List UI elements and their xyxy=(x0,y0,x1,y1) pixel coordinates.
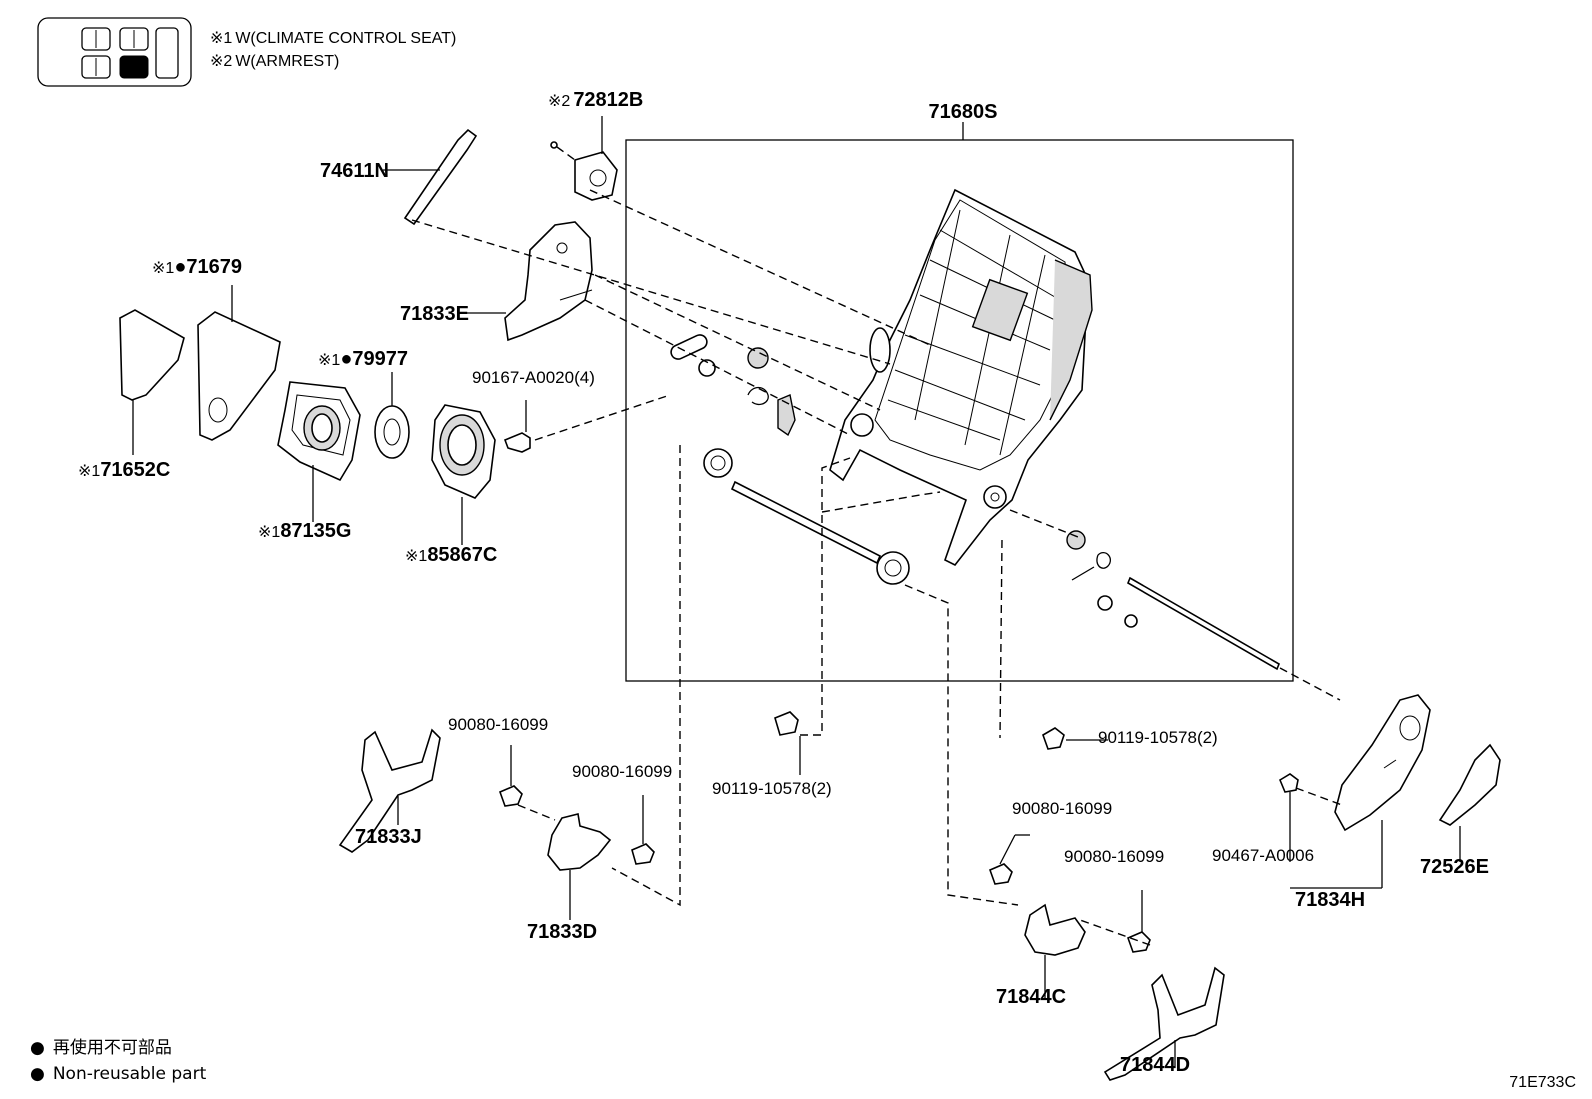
part-90167-screw xyxy=(503,400,531,453)
label-71652C: ※171652C xyxy=(78,459,170,481)
label-90119-10578-right: 90119-10578(2) xyxy=(1098,728,1218,747)
label-74611N: 74611N xyxy=(320,160,389,182)
legend-non-reusable-en: ●Non-reusable part xyxy=(30,1064,207,1084)
label-85867C: ※185867C xyxy=(405,544,497,566)
legend-non-reusable-ja: ●再使用不可部品 xyxy=(30,1037,172,1058)
part-90080-screw-b xyxy=(631,795,655,865)
part-71834H-cover xyxy=(1290,694,1431,889)
part-90080-screw-a xyxy=(498,745,523,807)
part-71833E-cover xyxy=(466,221,593,342)
part-72812B-cap xyxy=(550,116,618,201)
part-71833D-clip xyxy=(547,813,612,920)
label-71844D: 71844D xyxy=(1120,1054,1190,1076)
part-90467-screw xyxy=(1278,773,1299,862)
label-87135G: ※187135G xyxy=(258,520,351,542)
part-71844D-bracket xyxy=(1103,966,1225,1081)
part-90119-bolt-right xyxy=(1042,727,1108,750)
part-74611N-rod xyxy=(383,128,478,226)
label-71833E: 71833E xyxy=(400,303,469,325)
assembly-frame-box xyxy=(625,139,1294,682)
label-90080-16099-c: 90080-16099 xyxy=(1012,799,1112,818)
label-71679: ※1●71679 xyxy=(152,256,242,278)
label-90119-10578-left: 90119-10578(2) xyxy=(712,779,832,798)
part-71844C-clip xyxy=(1024,903,1086,1000)
label-72526E: 72526E xyxy=(1420,856,1489,878)
part-90080-screw-c xyxy=(988,834,1030,885)
label-71833D: 71833D xyxy=(527,921,597,943)
part-85867C-fan xyxy=(431,404,496,545)
figure-code: 71E733C xyxy=(1509,1074,1576,1091)
part-71833J-bracket xyxy=(338,728,441,853)
label-71834H: 71834H xyxy=(1295,889,1365,911)
recliner-mechanism-parts xyxy=(670,334,1281,671)
label-90080-16099-b: 90080-16099 xyxy=(572,762,672,781)
label-71844C: 71844C xyxy=(996,986,1066,1008)
seatback-frame-part xyxy=(829,188,1093,567)
label-90467-A0006: 90467-A0006 xyxy=(1212,846,1314,865)
label-90167-A0020: 90167-A0020(4) xyxy=(472,368,595,387)
label-90080-16099-a: 90080-16099 xyxy=(448,715,548,734)
dashed-guide-lines xyxy=(411,189,1343,946)
part-71652C-pad xyxy=(119,309,185,455)
seat-position-icon xyxy=(37,17,192,87)
label-79977: ※1●79977 xyxy=(318,348,408,370)
part-90119-bolt-left xyxy=(774,711,801,775)
part-90080-screw-d xyxy=(1126,890,1151,953)
part-79977-ring xyxy=(374,372,410,459)
label-90080-16099-d: 90080-16099 xyxy=(1064,847,1164,866)
label-71680S: 71680S xyxy=(929,101,998,123)
label-71833J: 71833J xyxy=(355,826,422,848)
part-87135G-fan-housing xyxy=(277,381,361,522)
part-71679-pad xyxy=(197,285,281,441)
part-72526E-knob xyxy=(1438,743,1501,862)
